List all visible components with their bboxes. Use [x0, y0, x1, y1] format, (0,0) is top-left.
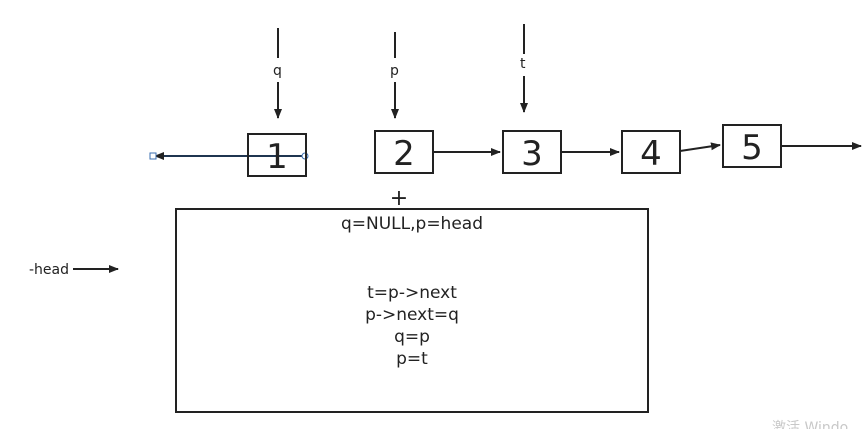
head-pointer: -head — [29, 262, 119, 278]
code-line-4: p=t — [396, 349, 428, 369]
windows-activation-watermark: 激活 Windo — [772, 419, 848, 429]
node-4-label: 4 — [640, 134, 662, 174]
code-line-init: q=NULL,p=head — [341, 214, 483, 234]
pointer-q: q — [273, 28, 282, 119]
pointer-t-label: t — [520, 56, 526, 72]
code-line-3: q=p — [394, 327, 430, 347]
code-line-2: p->next=q — [365, 305, 459, 325]
head-label: -head — [29, 262, 69, 278]
link-4-5 — [679, 142, 721, 152]
node-4: 4 — [621, 130, 681, 174]
pointer-p: p — [390, 32, 399, 119]
code-box: q=NULL,p=head t=p->next p->next=q q=p p=… — [175, 208, 649, 413]
code-line-1: t=p->next — [367, 283, 457, 303]
connector-start-handle[interactable] — [149, 152, 157, 160]
node-5-label: 5 — [741, 128, 763, 168]
pointer-p-label: p — [390, 63, 399, 79]
pointer-q-label: q — [273, 63, 282, 79]
node-1: 1 — [247, 133, 307, 177]
node-3: 3 — [502, 130, 562, 174]
node-3-label: 3 — [521, 134, 543, 174]
pointer-t: t — [520, 24, 528, 113]
cursor-crosshair: + — [390, 186, 408, 211]
node-2: 2 — [374, 130, 434, 174]
node-5: 5 — [722, 124, 782, 168]
node-2-label: 2 — [393, 134, 415, 174]
node-1-label: 1 — [266, 137, 288, 177]
